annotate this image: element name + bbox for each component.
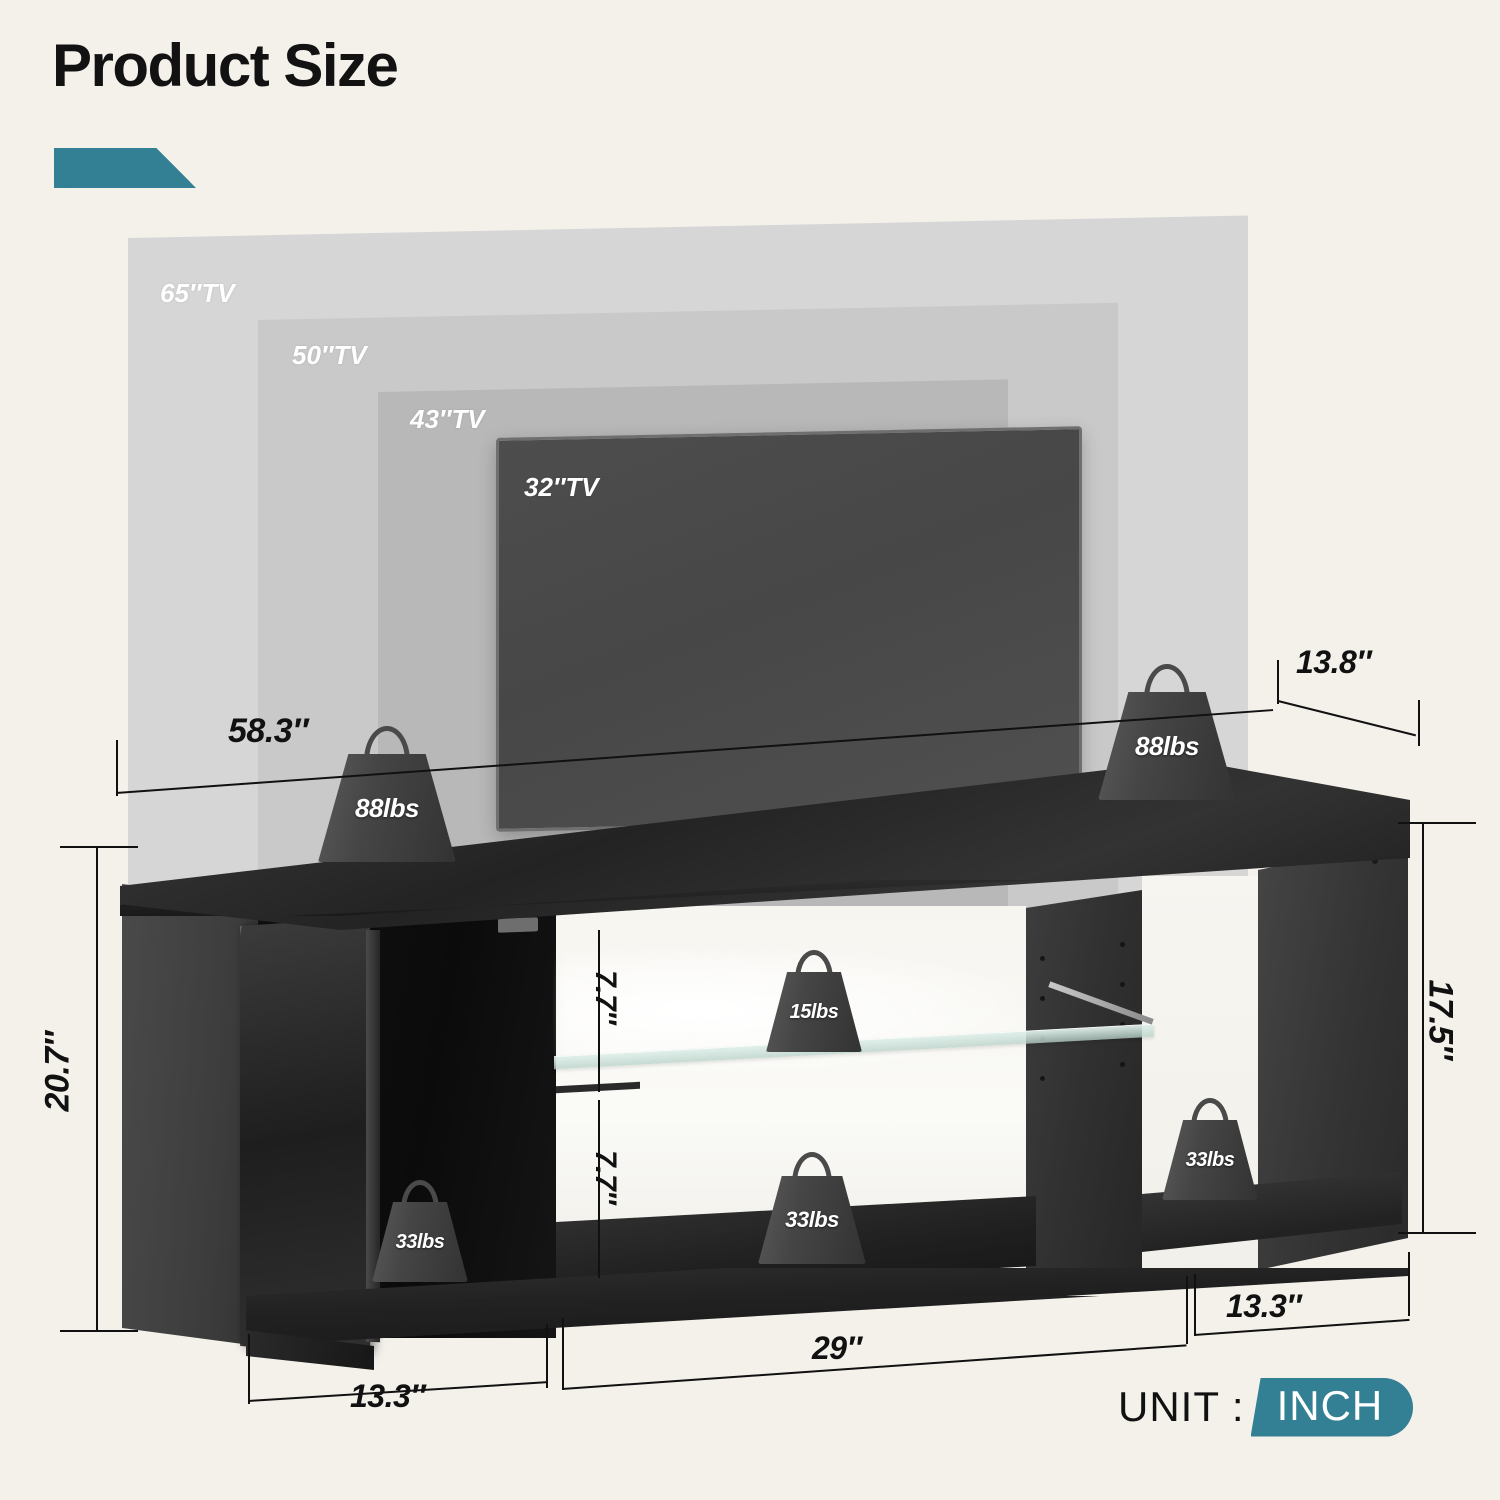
dimension-label-width: 58.3″ (228, 712, 308, 750)
dimension-label-left-section: 13.3″ (350, 1378, 426, 1414)
dimension-tick (562, 1318, 564, 1390)
dimension-label-right-section: 13.3″ (1226, 1288, 1302, 1324)
shelf-peg-hole (1120, 982, 1125, 987)
weight-handle-icon (792, 1152, 832, 1183)
dimension-line-center-section (561, 1344, 1187, 1390)
dimension-tick (546, 1324, 548, 1388)
dimension-tick (60, 1330, 138, 1332)
weight-label: 33lbs (1185, 1148, 1235, 1171)
shelf-peg-hole (1040, 1076, 1045, 1081)
weight-block-left-cabinet: 33lbs (372, 1180, 468, 1282)
left-cabinet-door (240, 917, 371, 1355)
shelf-peg-hole (1120, 942, 1125, 947)
weight-handle-icon (1191, 1098, 1229, 1127)
dimension-tick (1186, 1276, 1188, 1344)
tv-label-43: 43″TV (410, 404, 485, 434)
dimension-line-depth (1277, 700, 1417, 737)
unit-indicator: UNIT : INCH (1118, 1378, 1414, 1437)
weight-block-right-compartment: 33lbs (1162, 1098, 1258, 1200)
dimension-label-lower-compartment: 7.7″ (589, 1149, 623, 1205)
accent-swoosh-decoration (54, 148, 196, 188)
weight-block-top-right: 88lbs (1098, 664, 1236, 800)
weight-block-center-bottom: 33lbs (758, 1152, 866, 1264)
dimension-line-lower-compartment (598, 1100, 600, 1278)
tv-label-32: 32″TV (524, 472, 599, 502)
page-title: Product Size (52, 32, 399, 99)
weight-handle-icon (795, 950, 833, 979)
dimension-label-upper-compartment: 7.7″ (589, 969, 623, 1025)
center-divider-panel (1026, 890, 1142, 1294)
dimension-tick (1398, 822, 1476, 824)
weight-label: 33lbs (395, 1230, 445, 1253)
dimension-label-center-section: 29″ (812, 1330, 862, 1366)
weight-label: 88lbs (1135, 730, 1200, 761)
dimension-tick (60, 846, 138, 848)
dimension-line-upper-compartment (598, 930, 600, 1092)
left-cabinet-side-panel (122, 884, 258, 1346)
dimension-line-height (96, 846, 98, 1332)
screw-hole (1372, 858, 1378, 864)
unit-value-badge: INCH (1250, 1378, 1414, 1437)
door-hinge (498, 917, 538, 933)
dimension-tick (116, 740, 118, 796)
dimension-tick (1408, 1252, 1410, 1316)
dimension-tick (248, 1334, 250, 1404)
shelf-peg-hole (1120, 1062, 1125, 1067)
weight-label: 88lbs (355, 792, 420, 823)
dimension-tick (1418, 700, 1420, 746)
tv-label-50: 50″TV (292, 340, 367, 370)
weight-handle-icon (401, 1180, 439, 1209)
weight-label: 33lbs (785, 1207, 839, 1232)
shelf-peg-hole (1040, 996, 1045, 1001)
dimension-tick (1398, 1232, 1476, 1234)
weight-label: 15lbs (789, 1000, 839, 1023)
dimension-line-cabinet-height (1422, 822, 1424, 1234)
dimension-tick (1194, 1274, 1196, 1336)
unit-prefix-label: UNIT : (1118, 1383, 1245, 1431)
tv-label-65: 65″TV (160, 278, 235, 308)
weight-block-glass-shelf: 15lbs (766, 950, 862, 1052)
dimension-label-cabinet-height: 17.5″ (1421, 979, 1460, 1060)
weight-block-top-left: 88lbs (318, 726, 456, 862)
dimension-tick (1277, 660, 1279, 704)
dimension-label-height: 20.7″ (38, 1031, 77, 1112)
dimension-label-depth: 13.8″ (1296, 644, 1372, 680)
shelf-peg-hole (1040, 956, 1045, 961)
